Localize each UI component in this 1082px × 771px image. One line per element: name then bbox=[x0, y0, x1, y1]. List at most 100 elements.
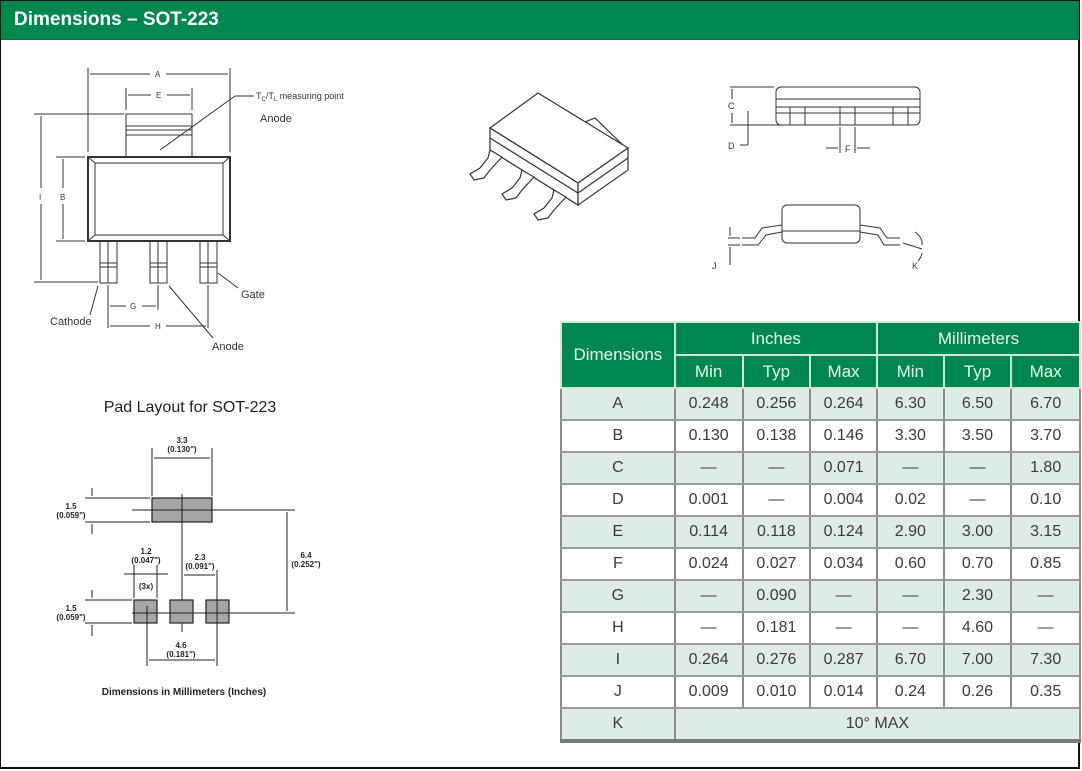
package-side-views-drawing: C D F J K bbox=[712, 86, 923, 271]
cell: 0.071 bbox=[809, 451, 878, 485]
cell: — bbox=[741, 483, 812, 517]
cell: — bbox=[673, 451, 744, 485]
cell: 0.027 bbox=[741, 547, 812, 581]
dim-letter-d: D bbox=[728, 141, 735, 151]
dim-letter-k: K bbox=[912, 261, 918, 271]
cell: 3.70 bbox=[1010, 419, 1081, 453]
pad-layout-title: Pad Layout for SOT-223 bbox=[104, 399, 277, 416]
pad-span-in: (0.181") bbox=[166, 650, 195, 659]
table-row: D 0.001 — 0.004 0.02 — 0.10 bbox=[560, 483, 1081, 517]
cell: — bbox=[875, 611, 945, 645]
cell: 0.014 bbox=[809, 675, 878, 709]
dim-letter-f: F bbox=[845, 144, 851, 154]
cell: 2.30 bbox=[942, 579, 1013, 613]
cell: 0.114 bbox=[673, 515, 744, 549]
cell: 3.30 bbox=[875, 419, 945, 453]
package-top-view-drawing: A E I B G H TC/TL measuring point Anode … bbox=[34, 68, 344, 353]
cell: 0.276 bbox=[741, 643, 812, 677]
dim-letter-b: B bbox=[60, 193, 65, 202]
cell: 0.264 bbox=[673, 643, 744, 677]
cell: 1.80 bbox=[1010, 451, 1081, 485]
dim-letter-a: A bbox=[155, 70, 161, 79]
pad-vertical-mm: 6.4 bbox=[300, 551, 312, 560]
cell: 0.60 bbox=[875, 547, 945, 581]
pad-small-width-in: (0.047") bbox=[131, 556, 160, 565]
cell: 0.70 bbox=[942, 547, 1013, 581]
table-row: B 0.130 0.138 0.146 3.30 3.50 3.70 bbox=[560, 419, 1081, 453]
row-dim: F bbox=[560, 547, 676, 581]
table-row: F 0.024 0.027 0.034 0.60 0.70 0.85 bbox=[560, 547, 1081, 581]
cell: — bbox=[942, 451, 1013, 485]
pad-pitch-in: (0.091") bbox=[185, 562, 214, 571]
pad-top-width-in: (0.130") bbox=[167, 445, 196, 454]
cell: 0.001 bbox=[673, 483, 744, 517]
cell: 0.26 bbox=[942, 675, 1013, 709]
table-row: H — 0.181 — — 4.60 — bbox=[560, 611, 1081, 645]
cell: — bbox=[673, 579, 744, 613]
pad-count: (3x) bbox=[139, 582, 154, 591]
cell: 6.50 bbox=[942, 387, 1013, 421]
dimensions-table: Dimensions Inches Millimeters Min Typ Ma… bbox=[560, 321, 1082, 743]
cell: 0.034 bbox=[809, 547, 878, 581]
cell: 6.70 bbox=[875, 643, 945, 677]
measuring-point-label: TC/TL measuring point bbox=[256, 91, 344, 103]
cell: 0.130 bbox=[673, 419, 744, 453]
table-row: I 0.264 0.276 0.287 6.70 7.00 7.30 bbox=[560, 643, 1081, 677]
row-dim: H bbox=[560, 611, 676, 645]
pad-vertical-in: (0.252") bbox=[291, 560, 320, 569]
pad-layout-caption: Dimensions in Millimeters (Inches) bbox=[102, 687, 266, 698]
header-mm-max: Max bbox=[1010, 354, 1081, 389]
cell: 4.60 bbox=[942, 611, 1013, 645]
cell: 0.146 bbox=[809, 419, 878, 453]
pad-layout-drawing: Pad Layout for SOT-223 3.3 (0.130") 1.5 bbox=[56, 399, 320, 698]
cell: 0.181 bbox=[741, 611, 812, 645]
pad-small-width-mm: 1.2 bbox=[140, 547, 152, 556]
cell: 0.138 bbox=[741, 419, 812, 453]
cell: — bbox=[942, 483, 1013, 517]
cell: 0.118 bbox=[741, 515, 812, 549]
package-3d-drawing bbox=[469, 92, 630, 221]
dim-letter-c: C bbox=[728, 101, 735, 111]
cell: — bbox=[875, 579, 945, 613]
header-mm-typ: Typ bbox=[942, 354, 1013, 389]
dim-letter-h: H bbox=[155, 322, 161, 331]
row-dim: E bbox=[560, 515, 676, 549]
cell-k-value: 10° MAX bbox=[673, 707, 1082, 743]
cell: 0.35 bbox=[1010, 675, 1081, 709]
header-inches: Inches bbox=[673, 321, 878, 356]
row-dim: I bbox=[560, 643, 676, 677]
cell: 3.00 bbox=[942, 515, 1013, 549]
table-row: E 0.114 0.118 0.124 2.90 3.00 3.15 bbox=[560, 515, 1081, 549]
row-dim: J bbox=[560, 675, 676, 709]
cell: 6.30 bbox=[875, 387, 945, 421]
cell: 0.010 bbox=[741, 675, 812, 709]
cell: 0.10 bbox=[1010, 483, 1081, 517]
cell: — bbox=[809, 611, 878, 645]
header-dimensions: Dimensions bbox=[560, 321, 676, 389]
table-row: G — 0.090 — — 2.30 — bbox=[560, 579, 1081, 613]
cathode-label: Cathode bbox=[50, 316, 92, 328]
anode-top-label: Anode bbox=[260, 113, 292, 125]
cell: 0.024 bbox=[673, 547, 744, 581]
dim-letter-j: J bbox=[712, 261, 717, 271]
cell: 6.70 bbox=[1010, 387, 1081, 421]
cell: 2.90 bbox=[875, 515, 945, 549]
row-dim: A bbox=[560, 387, 676, 421]
dim-letter-i: I bbox=[39, 193, 41, 202]
cell: — bbox=[1010, 611, 1081, 645]
header-in-max: Max bbox=[809, 354, 878, 389]
pad-bottom-height-in: (0.059") bbox=[56, 613, 85, 622]
cell: 3.15 bbox=[1010, 515, 1081, 549]
row-dim: K bbox=[560, 707, 676, 743]
cell: 7.00 bbox=[942, 643, 1013, 677]
dim-letter-e: E bbox=[156, 91, 161, 100]
table-row: K 10° MAX bbox=[560, 707, 1082, 743]
pad-pitch-mm: 2.3 bbox=[194, 553, 206, 562]
cell: — bbox=[673, 611, 744, 645]
row-dim: G bbox=[560, 579, 676, 613]
table-row: C — — 0.071 — — 1.80 bbox=[560, 451, 1081, 485]
cell: 0.248 bbox=[673, 387, 744, 421]
pad-top-height-mm: 1.5 bbox=[65, 502, 77, 511]
title-bar: Dimensions – SOT-223 bbox=[1, 1, 1079, 40]
cell: 7.30 bbox=[1010, 643, 1081, 677]
